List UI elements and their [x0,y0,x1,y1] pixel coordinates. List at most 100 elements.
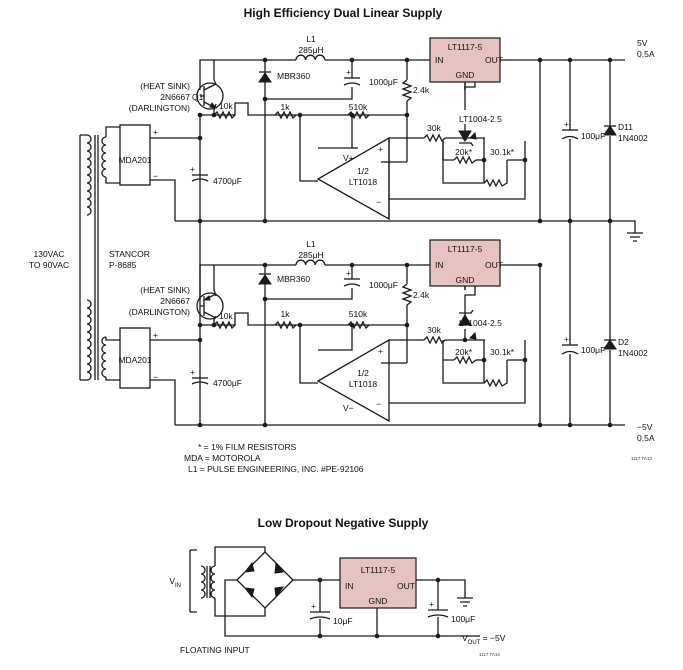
upper-cap-100uf [561,129,579,140]
bottom-cap1-plus: + [311,601,316,611]
vout-label-value: = −5V [480,633,505,643]
upper-bridge-minus: − [153,171,158,181]
lower-opamp-label-2: LT1018 [349,379,377,389]
lower-diode-mbr360 [258,273,272,285]
lower-transistor-label-1: (HEAT SINK) [140,285,190,295]
negative-supply-circuit [189,546,480,639]
note-1: * = 1% FILM RESISTORS [198,442,297,452]
lower-r-pull-label: 2.4k [413,290,430,300]
bottom-reg-in: IN [345,581,354,591]
lower-output-label-2: 0.5A [637,433,655,443]
upper-r-fb1-label: 1k [281,102,291,112]
upper-diode-d11 [603,125,617,136]
lower-resistor-30k1 [483,360,508,388]
lower-out-diode-label-2: 1N4002 [618,348,648,358]
lower-ref-label: LT1004-2.5 [459,318,502,328]
transistor-q2 [196,292,224,320]
upper-cap-in-plus: + [190,164,195,174]
upper-diode-mbr360 [258,71,272,83]
lower-opamp-lt1018 [316,338,390,423]
upper-transistor-label-3: (DARLINGTON) [129,103,190,113]
upper-opamp-label-2: LT1018 [349,177,377,187]
lower-bridge-plus: + [153,330,158,340]
lower-regulator-lt1117 [429,239,501,287]
upper-out-diode-label-1: D11 [618,122,633,132]
transistor-q1 [196,82,224,110]
vin-label-sub: IN [175,583,181,589]
bottom-reg-name: LT1117-5 [361,565,396,575]
upper-bridge-rectifier [119,124,151,186]
upper-inductor-l1 [295,54,326,61]
lower-opamp-plus: + [378,346,383,356]
ac-input-label-2: TO 90VAC [29,260,69,270]
bottom-part-code: 1117 TA14 [479,652,500,657]
upper-ref-label: LT1004-2.5 [459,114,502,124]
lower-cap-plus: + [346,268,351,278]
upper-cap-in-label: 4700μF [213,176,242,186]
upper-bridge-plus: + [153,127,158,137]
lower-cap-out-label: 1000μF [369,280,398,290]
lower-resistor-1k [274,320,297,330]
ac-input: 130VAC TO 90VAC [29,249,69,270]
transformer-label-2: P-8685 [109,260,137,270]
lower-resistor-10k [213,320,236,330]
upper-reg-out: OUT [485,55,503,65]
upper-inductor-value: 285μH [298,45,323,55]
upper-output-label-2: 0.5A [637,49,655,59]
vout-label-main: V [462,633,468,643]
upper-bridge-label: MDA201 [118,155,151,165]
lower-cap-1000uf [343,278,361,287]
lower-bridge-rectifier [119,327,151,389]
ac-input-label-1: 130VAC [33,249,64,259]
lower-r-20-label: 20k* [455,347,473,357]
upper-cap-4700uf [191,174,209,182]
lower-r-fb1-label: 1k [281,309,291,319]
bottom-cap1-label: 10μF [333,616,353,626]
upper-resistor-30k [423,133,446,143]
lower-output-label-1: −5V [637,422,653,432]
bottom-cap2-plus: + [429,599,434,609]
upper-channel [105,37,636,233]
lower-cap-reg-label: 100μF [581,345,605,355]
lower-bridge-label: MDA201 [118,355,151,365]
upper-r-base-label: 10k [219,101,233,111]
lower-cap-in-plus: + [190,367,195,377]
lower-diode-label: MBR360 [277,274,310,284]
transformer-label-1: STANCOR [109,249,150,259]
lower-reg-out: OUT [485,260,503,270]
top-part-code: 1117 TA13 [631,456,652,461]
lower-resistor-30k [423,335,446,345]
upper-reg-name: LT1117-5 [448,42,483,52]
upper-out-diode-label-2: 1N4002 [618,133,648,143]
lower-opamp-label-1: 1/2 [357,368,369,378]
lower-out-diode-label-1: D2 [618,337,629,347]
transformer-primary [79,134,107,381]
lower-resistor-20k [453,355,477,365]
note-3: L1 = PULSE ENGINEERING, INC. #PE-92106 [188,464,364,474]
upper-r-fb2-label: 510k [349,102,368,112]
lower-inductor-value: 285μH [298,250,323,260]
upper-transistor-label-2: 2N6667 [160,92,190,102]
vin-label-main: V [169,576,175,586]
bottom-reg-out: OUT [397,581,415,591]
ground-icon [627,232,643,242]
lower-resistor-2k4 [401,283,413,306]
lower-reg-gnd: GND [456,275,475,285]
upper-resistor-2k4 [401,79,413,102]
lower-cap-100uf [561,344,579,355]
lower-r-fb2-label: 510k [349,309,368,319]
upper-opamp-minus: − [376,197,381,207]
vout-label: VOUT = −5V [462,633,506,646]
upper-reg-in: IN [435,55,444,65]
upper-reg-gnd: GND [456,70,475,80]
lower-bridge-minus: − [153,372,158,382]
upper-resistor-20k [453,155,477,165]
top-schematic-title: High Efficiency Dual Linear Supply [244,6,443,20]
lower-r-30-label: 30k [427,325,441,335]
upper-r-20-label: 20k* [455,147,473,157]
lower-inductor-name: L1 [306,239,316,249]
bottom-reg-gnd: GND [369,596,388,606]
upper-r-301-label: 30.1k* [490,147,515,157]
lower-transistor-label-3: (DARLINGTON) [129,307,190,317]
